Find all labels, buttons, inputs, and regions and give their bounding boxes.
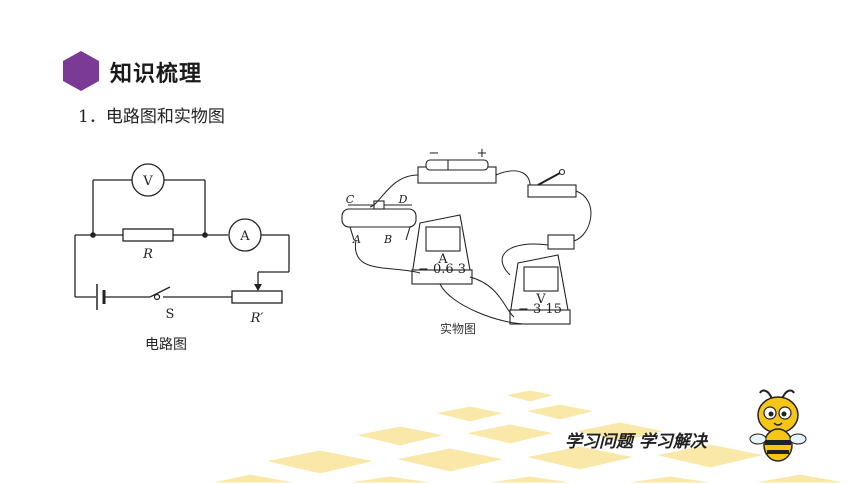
battery-minus-label: − bbox=[429, 146, 440, 161]
terminal-b-label: B bbox=[383, 233, 392, 246]
terminal-c-label: C bbox=[346, 193, 355, 206]
physical-diagram: − + C D A B A − 0.6 3 V − 3 15 bbox=[341, 146, 592, 325]
terminal-d-label: D bbox=[398, 193, 408, 206]
bee-mascot-icon bbox=[749, 389, 807, 462]
physical-caption: 实物图 bbox=[440, 322, 477, 336]
ammeter-physical-symbol: A bbox=[437, 252, 448, 267]
ammeter-symbol: A bbox=[239, 229, 250, 244]
subtitle: 1．电路图和实物图 bbox=[78, 107, 225, 127]
battery-plus-label: + bbox=[477, 146, 488, 161]
ammeter-scale: − 0.6 3 bbox=[418, 262, 466, 277]
honeycomb-decoration bbox=[200, 387, 860, 484]
hexagon-badge-icon bbox=[63, 51, 99, 91]
slogan: 学习问题 学习解决 bbox=[565, 432, 707, 452]
resistor-label: R bbox=[142, 247, 153, 262]
section-title: 知识梳理 bbox=[110, 62, 203, 87]
terminal-a-label: A bbox=[352, 233, 361, 246]
switch-label: S bbox=[166, 307, 175, 322]
voltmeter-scale: − 3 15 bbox=[518, 302, 562, 317]
circuit-diagram: V A R S R′ bbox=[74, 163, 290, 326]
rheostat-label: R′ bbox=[250, 311, 264, 326]
voltmeter-symbol: V bbox=[142, 174, 153, 189]
circuit-caption: 电路图 bbox=[145, 337, 187, 353]
voltmeter-physical-symbol: V bbox=[535, 292, 546, 307]
